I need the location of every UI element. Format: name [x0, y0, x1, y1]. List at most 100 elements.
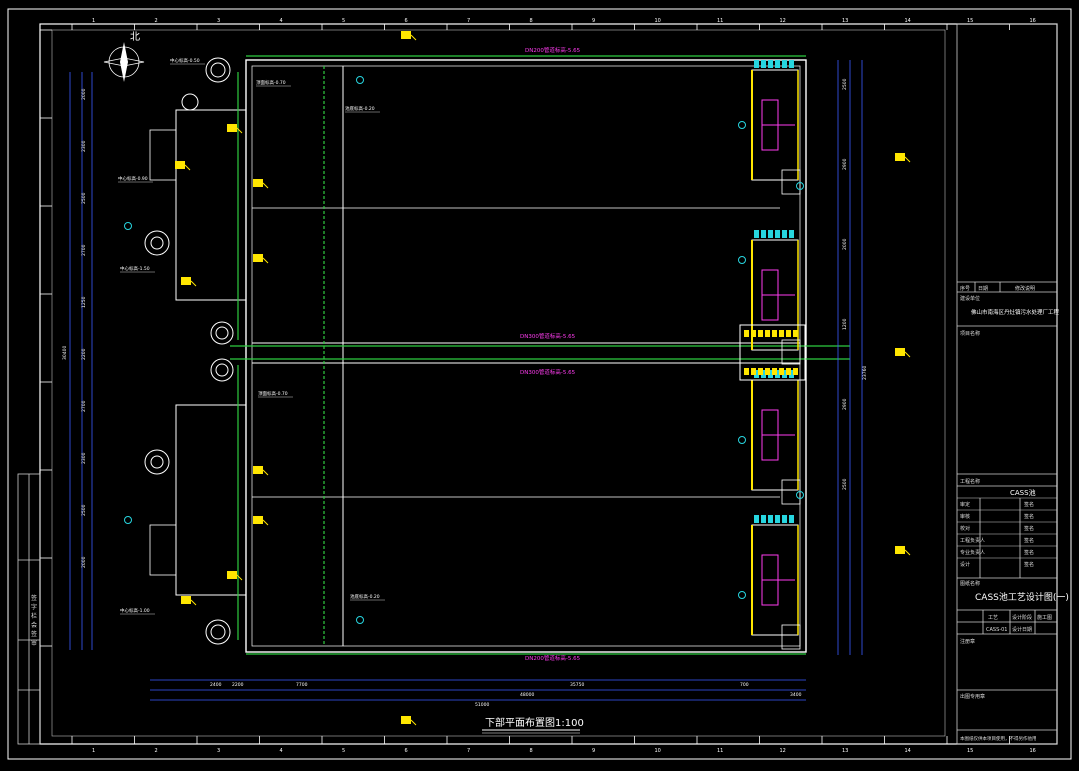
axis-label-bottom: 3 — [217, 748, 220, 754]
pipe-label-mid-lower: DN300管道标高-5.65 — [520, 368, 576, 376]
title-block: 序号 日期 修改说明 建设单位 佛山市南海区丹灶镇污水处理厂工程 项目名称 工程… — [956, 23, 1069, 745]
elevation-label: 顶面标高-0.70 — [256, 79, 286, 86]
outer-frame — [7, 8, 1072, 760]
registered-label: 注册章 — [960, 638, 975, 645]
dimension-text: 2200 — [232, 682, 244, 688]
decanters — [739, 60, 806, 650]
callout-tag — [227, 571, 243, 581]
section-marker — [738, 256, 746, 264]
callout-tag — [181, 596, 197, 606]
well-1 — [205, 57, 231, 83]
signoff-role: 专业负责人 — [960, 549, 985, 556]
drawing-name-label: 图纸名称 — [960, 580, 980, 587]
dimension-text: 48000 — [520, 692, 534, 698]
rev-desc-header: 修改说明 — [1015, 285, 1035, 292]
well-4 — [210, 321, 234, 345]
pump-wells — [144, 57, 234, 645]
axis-label-top: 6 — [405, 18, 408, 24]
dimension-text: 1250 — [81, 296, 87, 308]
axis-label-bottom: 6 — [405, 748, 408, 754]
dimension-text: 2700 — [81, 244, 87, 256]
axis-label-top: 16 — [1030, 18, 1036, 24]
stamp-label: 出图专用章 — [960, 693, 985, 700]
dimension-text: 2200 — [81, 348, 87, 360]
dimension-text: 30400 — [62, 346, 68, 360]
callout-tag — [401, 31, 417, 41]
client-label: 建设单位 — [960, 295, 980, 302]
elevation-label: 中心标高-0.50 — [170, 57, 200, 64]
pipe-label-mid-upper: DN300管道标高-5.65 — [520, 332, 576, 340]
axis-label-bottom: 13 — [842, 748, 848, 754]
section-marker — [796, 182, 804, 190]
signoff-value: 签名 — [1024, 537, 1034, 544]
axis-label-top: 4 — [280, 18, 283, 24]
eng-name: CASS池 — [1010, 488, 1036, 497]
signoff-value: 签名 — [1024, 549, 1034, 556]
axis-label-top: 8 — [530, 18, 533, 24]
axis-label-bottom: 2 — [155, 748, 158, 754]
axis-label-bottom: 5 — [342, 748, 345, 754]
date-label: 设计日期 — [1012, 626, 1032, 633]
dimension-text: 2300 — [81, 140, 87, 152]
callout-tags — [175, 31, 911, 726]
dimension-text: 2900 — [842, 398, 848, 410]
dimension-text: 2400 — [210, 682, 222, 688]
signoff-role: 校对 — [960, 525, 970, 532]
dimension-text: 2000 — [81, 88, 87, 100]
callout-tag — [181, 277, 197, 287]
eng-label: 工程名称 — [960, 478, 980, 485]
signoff-role: 设计 — [960, 561, 970, 568]
signoff-role: 工程负责人 — [960, 537, 985, 544]
drawing-name: CASS池工艺设计图(一) — [975, 591, 1069, 603]
dimension-text: 2500 — [81, 504, 87, 516]
decanter-4 — [751, 515, 801, 650]
signoff-value: 签名 — [1024, 525, 1034, 532]
dimension-text: 2900 — [842, 158, 848, 170]
section-marker — [356, 616, 364, 624]
dimension-text: 51000 — [475, 702, 489, 708]
dimension-text: 7700 — [296, 682, 308, 688]
elevation-label: 中心标高-0.90 — [118, 175, 148, 182]
well-7 — [205, 619, 231, 645]
axis-label-top: 5 — [342, 18, 345, 24]
signoff-role: 审定 — [960, 501, 970, 508]
signoff-value: 签名 — [1024, 561, 1034, 568]
axis-label-top: 7 — [467, 18, 470, 24]
section-marker — [738, 436, 746, 444]
section-marker — [356, 76, 364, 84]
dimensions-left: 2000230025002700125022002700230025002000… — [62, 88, 87, 568]
axis-label-top: 12 — [780, 18, 786, 24]
signoff-value: 签名 — [1024, 501, 1034, 508]
axis-label-bottom: 9 — [592, 748, 595, 754]
drawing-no: CASS-01 — [986, 627, 1007, 633]
dimension-text: 1200 — [842, 318, 848, 330]
axis-label-bottom: 11 — [717, 748, 723, 754]
north-arrow: 北 — [103, 31, 145, 82]
axis-label-top: 11 — [717, 18, 723, 24]
selector-chamber-lower — [175, 404, 246, 596]
axis-label-top: 9 — [592, 18, 595, 24]
signoff-role: 审核 — [960, 513, 970, 520]
client-name: 佛山市南海区丹灶镇污水处理厂工程 — [971, 308, 1060, 316]
pipes — [230, 55, 850, 655]
pipe-labels: DN200管道标高-5.65 DN300管道标高-5.65 DN300管道标高-… — [520, 46, 581, 662]
valve-pit-2 — [149, 524, 177, 576]
strip-labels: 签字栏会签审 — [31, 594, 37, 647]
valve-cluster-center — [739, 324, 806, 381]
left-signature-strip: 签字栏会签审 — [17, 473, 41, 745]
axis-label-bottom: 8 — [530, 748, 533, 754]
axis-label-bottom: 1 — [92, 748, 95, 754]
callout-tag — [253, 254, 269, 264]
axis-label-top: 13 — [842, 18, 848, 24]
section-marker — [124, 516, 132, 524]
axis-label-top: 14 — [905, 18, 911, 24]
section-marker — [796, 491, 804, 499]
selector-chamber-upper — [175, 109, 246, 301]
dimension-text: 2500 — [842, 78, 848, 90]
